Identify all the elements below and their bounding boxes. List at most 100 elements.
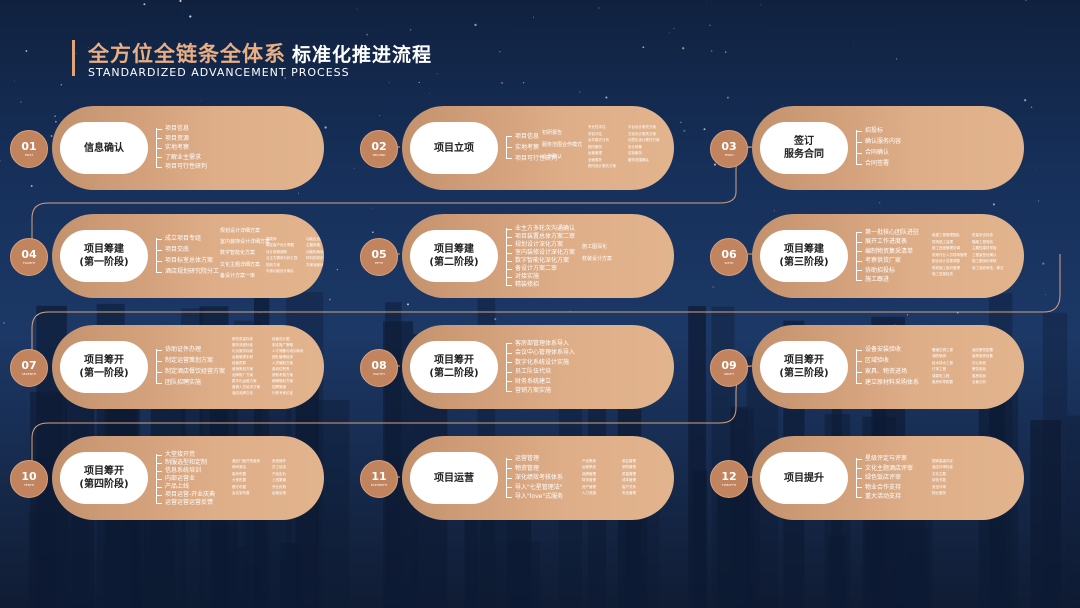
tree-line xyxy=(506,228,507,285)
tree-line xyxy=(506,468,512,469)
stage-item: 导入"七星管理法" xyxy=(515,483,563,491)
stage-number-en: FIFTH xyxy=(374,261,384,265)
stage-item: 产品上线 xyxy=(165,483,190,490)
tree-line xyxy=(856,279,862,281)
stage-item: 绿色饭店评审 xyxy=(865,474,902,482)
tree-line xyxy=(856,152,862,154)
stage-detail: 物业服务 xyxy=(932,491,946,495)
stage-number: 04 xyxy=(21,248,37,261)
stage-number: 02 xyxy=(371,140,387,153)
star xyxy=(709,24,711,27)
stage-subitem: 备设计方案一审 xyxy=(220,272,256,279)
stage-detail: 工程量签证确认 xyxy=(972,252,997,257)
star xyxy=(379,115,381,116)
star xyxy=(409,29,412,31)
stage-detail: 主题性建材样板 xyxy=(972,246,997,251)
stage-detail: 客房用品 xyxy=(972,373,986,378)
building xyxy=(315,399,350,608)
stage-detail: 施工进度检查 xyxy=(932,272,953,277)
stage-title: (第四阶段) xyxy=(79,479,129,490)
stage-title-pill: 项目提升 xyxy=(760,452,848,504)
stage-detail: 设计前期调研 xyxy=(266,249,287,254)
star xyxy=(760,4,762,6)
stage-number: 09 xyxy=(721,359,737,372)
star xyxy=(706,2,708,3)
star xyxy=(336,268,339,271)
stage-item: 运营管理 xyxy=(515,455,540,463)
stage-item: 合同签署 xyxy=(865,160,890,167)
stage-detail: 配合设计变更调整 xyxy=(932,259,960,264)
stage-item: 会议中心管理体系导入 xyxy=(515,349,576,356)
stage-card: 项目筹开(第二阶段)客房部管理体系导入会议中心管理体系导入数字化系统设计实施员工… xyxy=(402,325,674,409)
star xyxy=(181,11,183,13)
stage-detail: 薪酬福利方案 xyxy=(272,379,293,383)
stage-number-en: EIGHTH xyxy=(373,372,385,376)
star xyxy=(353,168,355,169)
stage-detail: 人力资源 xyxy=(582,491,596,495)
stage-item: 项目运营-开业庆典 xyxy=(165,491,216,498)
stage-detail: 团队管理培训 xyxy=(272,355,293,359)
stage-item: 运营运营运营反馈 xyxy=(165,499,214,506)
stage-subitem: 室内装饰设计详细方案 xyxy=(220,239,271,246)
stage-subitem: 数字智能化方案 xyxy=(220,250,256,257)
star xyxy=(87,47,89,48)
stage-item: 数字智能化深化方案 xyxy=(515,257,570,264)
stage-detail: 安全管理 xyxy=(622,491,636,495)
stage-detail: 客户关系 xyxy=(622,484,636,489)
stage-card: 签订服务合同招投标确认服务内容合同确认合同签署 xyxy=(752,106,1024,190)
tree-line xyxy=(156,238,157,272)
tree-line xyxy=(506,284,512,286)
star xyxy=(683,129,686,132)
star xyxy=(189,15,192,18)
star xyxy=(0,160,1,162)
building xyxy=(693,470,708,608)
stage-item: 项目交底 xyxy=(165,246,190,253)
stage-detail: 财务管理 xyxy=(582,478,596,482)
tree-line xyxy=(156,470,162,472)
stage-item: 项目标室总体方案 xyxy=(165,257,214,264)
stage-item: 展开工作进度表 xyxy=(865,238,908,245)
stage-detail: 建筑师 xyxy=(266,236,277,241)
stage-item: 招投标 xyxy=(865,127,884,134)
tree-line xyxy=(156,454,157,503)
stage-title: 项目提升 xyxy=(784,472,824,484)
tree-line xyxy=(506,371,512,373)
tree-line xyxy=(156,147,162,149)
stage-card: 项目筹开(第三阶段)设备安装验收区域验收家具、物资进场建立原材料采购体系暖通空调… xyxy=(752,325,1024,409)
stage-title: 服务合同 xyxy=(784,149,824,160)
stage-detail: 主题风格、特色 xyxy=(306,243,324,247)
star xyxy=(1024,99,1027,102)
stage-number-en: TENTH xyxy=(23,483,35,487)
page-title: 全方位全链条全体系标准化推进流程 xyxy=(88,42,433,66)
stage-detail: 给水排水工程 xyxy=(932,360,953,365)
stage-detail: 制定推广策略 xyxy=(272,343,293,347)
tree-line xyxy=(856,231,857,280)
stage-item: 精装修招 xyxy=(515,281,540,288)
stage-item: 室内装修设计深化方案 xyxy=(515,249,576,256)
stage-detail: 客房厨房设备 xyxy=(972,354,993,358)
stage-detail: 功能布局设计图 xyxy=(306,249,324,254)
stage-subitem: 施工图深化 xyxy=(582,244,608,250)
stage-number: 06 xyxy=(721,248,737,261)
title-accent-bar xyxy=(72,40,75,76)
stage-detail: 房间清洁 xyxy=(232,465,246,469)
stage-card: 项目立项项目信息实地考察项目可行性研判初研报告服务范围合作模式合作确认专业性评估… xyxy=(402,106,674,190)
stage-subitem: 规划设计详细方案 xyxy=(220,228,261,234)
star xyxy=(726,96,729,99)
stage-item: 制定酒店餐饮经营方案 xyxy=(165,368,226,375)
star xyxy=(579,91,581,93)
star xyxy=(54,115,56,117)
stage-number-en: FIRST xyxy=(24,153,34,157)
stage-detail: 组建工程管理团队 xyxy=(932,233,960,238)
stage-detail: 产品定价 xyxy=(272,471,286,476)
stage-detail: 服务范围确认 xyxy=(628,157,649,162)
tree-line xyxy=(506,268,512,270)
tree-line xyxy=(156,157,162,158)
stage-detail: 客房布置 xyxy=(232,471,246,476)
tree-line xyxy=(506,458,512,460)
star xyxy=(642,46,645,49)
